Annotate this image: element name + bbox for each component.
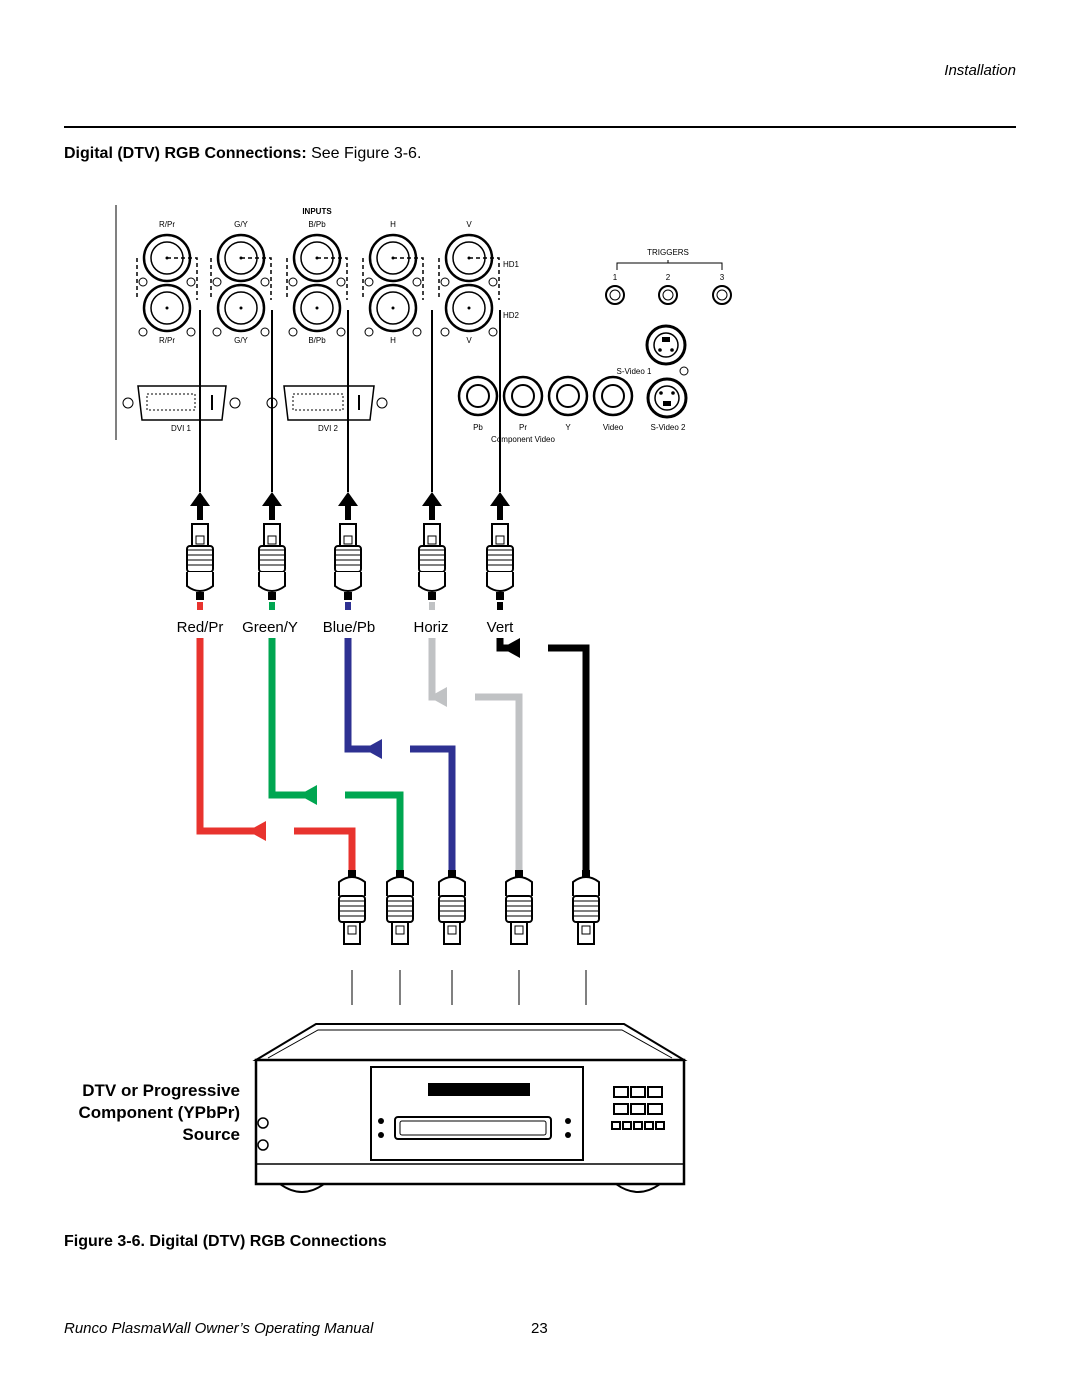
cable-2: Green/Y xyxy=(242,310,414,1005)
bnc-bottom-label: V xyxy=(466,336,472,345)
rca-label: Video xyxy=(603,423,624,432)
heading-bold: Digital (DTV) RGB Connections: xyxy=(64,145,307,162)
bnc-bottom-label: H xyxy=(390,336,396,345)
svideo2-connector: S-Video 2 xyxy=(646,377,688,432)
dvi1-connector: DVI 1 xyxy=(122,385,241,433)
bnc-bottom-label: R/Pr xyxy=(159,336,175,345)
hd2-label: HD2 xyxy=(503,311,520,320)
figure-caption: Figure 3-6. Digital (DTV) RGB Connection… xyxy=(64,1233,387,1250)
bnc-column-1: R/PrR/Pr xyxy=(136,220,198,345)
cable-label: Blue/Pb xyxy=(323,619,376,636)
page-number: 23 xyxy=(531,1320,548,1337)
svideo1-label: S-Video 1 xyxy=(617,367,653,376)
triggers-block: TRIGGERS 1 2 3 xyxy=(605,248,732,305)
bnc-column-4: HH xyxy=(362,220,424,345)
bnc-top-label: G/Y xyxy=(234,220,248,229)
cable-label: Green/Y xyxy=(242,619,298,636)
cable-1: Red/Pr xyxy=(177,310,366,1005)
header-section-label: Installation xyxy=(944,62,1016,79)
bnc-column-2: G/Y G/Y xyxy=(210,220,272,345)
rca-label: Y xyxy=(565,423,571,432)
footer-title: Runco PlasmaWall Owner’s Operating Manua… xyxy=(64,1320,374,1337)
source-device xyxy=(252,1023,688,1193)
trigger-num-2: 2 xyxy=(666,273,671,282)
svideo2-label: S-Video 2 xyxy=(651,423,687,432)
bnc-top-label: V xyxy=(466,220,472,229)
bnc-bottom-label: G/Y xyxy=(234,336,248,345)
rca-label: Pr xyxy=(519,423,527,432)
triggers-label: TRIGGERS xyxy=(647,248,689,257)
trigger-num-3: 3 xyxy=(720,273,725,282)
dvi2-connector: DVI 2 xyxy=(266,385,388,433)
source-label-line-2: Component (YPbPr) xyxy=(78,1103,241,1122)
hd1-label: HD1 xyxy=(503,260,520,269)
rca-jacks: Pb Pr Y Video xyxy=(457,375,634,432)
source-label: DTV or Progressive Component (YPbPr) Sou… xyxy=(40,1080,241,1146)
bnc-bottom-label: B/Pb xyxy=(308,336,326,345)
inputs-label: INPUTS xyxy=(302,207,332,216)
bnc-column-5: VV xyxy=(438,220,500,345)
rca-label: Pb xyxy=(473,423,483,432)
dvi1-label: DVI 1 xyxy=(171,424,192,433)
cable-label: Horiz xyxy=(413,619,448,636)
rca-jack-1 xyxy=(457,375,499,417)
dvi2-label: DVI 2 xyxy=(318,424,339,433)
cable-3: Blue/Pb xyxy=(323,310,466,1005)
source-label-line-3: Source xyxy=(182,1125,240,1144)
bnc-top-label: H xyxy=(390,220,396,229)
cable-label: Red/Pr xyxy=(177,619,224,636)
heading-rest: See Figure 3-6. xyxy=(306,145,422,162)
header-rule xyxy=(64,126,1016,128)
rca-jack-4 xyxy=(592,375,634,417)
bnc-top-label: R/Pr xyxy=(159,220,175,229)
rca-jack-2 xyxy=(502,375,544,417)
source-label-line-1: DTV or Progressive xyxy=(82,1081,240,1100)
section-heading: Digital (DTV) RGB Connections: See Figur… xyxy=(64,145,421,163)
rca-jack-3 xyxy=(547,375,589,417)
component-video-label: Component Video xyxy=(491,435,555,444)
bnc-column-3: B/PbB/Pb xyxy=(286,220,348,345)
cables: Red/Pr Green/Y Blue/Pb Horiz Vert xyxy=(177,310,600,1005)
cable-4: Horiz xyxy=(413,310,533,1005)
bnc-top-label: B/Pb xyxy=(308,220,326,229)
cable-label: Vert xyxy=(487,619,515,636)
cable-5: Vert xyxy=(486,310,600,1005)
svideo1-connector: S-Video 1 xyxy=(617,324,689,376)
trigger-num-1: 1 xyxy=(613,273,618,282)
